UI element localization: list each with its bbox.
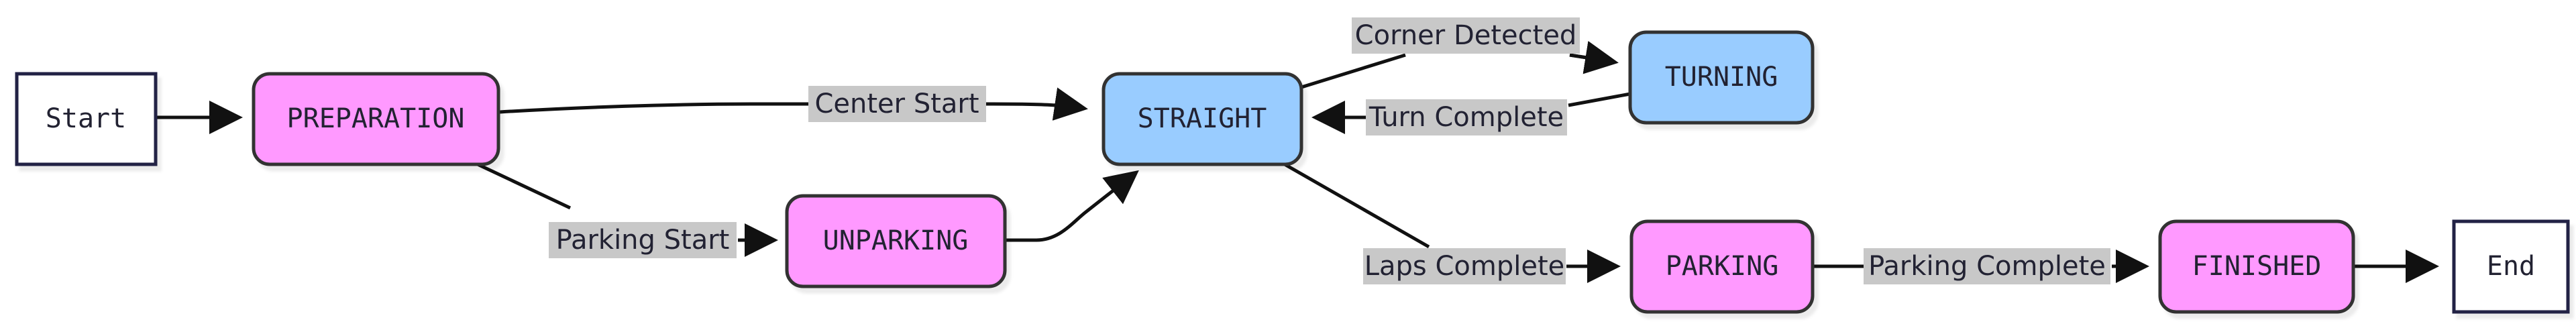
- svg-text:Laps Complete: Laps Complete: [1364, 251, 1565, 282]
- svg-text:Parking Complete: Parking Complete: [1868, 251, 2106, 282]
- edge-label-corner-detected: Corner Detected: [1352, 17, 1580, 54]
- edges: [156, 41, 2439, 283]
- svg-text:STRAIGHT: STRAIGHT: [1138, 103, 1267, 134]
- edge-unparking-to-straight: [1006, 170, 1139, 242]
- nodes: Start PREPARATION UNPARKING STRAIGHT TUR…: [15, 30, 2570, 314]
- svg-text:Parking Start: Parking Start: [556, 225, 730, 256]
- edge-label-parking-start: Parking Start: [549, 222, 737, 258]
- svg-text:Corner Detected: Corner Detected: [1355, 20, 1577, 51]
- svg-text:PREPARATION: PREPARATION: [287, 103, 465, 134]
- edge-label-parking-complete: Parking Complete: [1864, 248, 2110, 284]
- svg-text:Center Start: Center Start: [814, 89, 979, 119]
- edge-label-center-start: Center Start: [808, 86, 986, 122]
- svg-text:Start: Start: [46, 103, 126, 134]
- svg-text:TURNING: TURNING: [1665, 62, 1778, 93]
- edge-corner-detected: [1301, 53, 1614, 89]
- node-start: Start: [15, 72, 158, 166]
- svg-text:Turn Complete: Turn Complete: [1368, 102, 1564, 133]
- edge-labels: Center Start Parking Start Corner Detect…: [549, 17, 2110, 284]
- node-preparation: PREPARATION: [252, 72, 500, 166]
- node-finished: FINISHED: [2158, 219, 2355, 314]
- node-straight: STRAIGHT: [1102, 72, 1303, 166]
- edge-label-laps-complete: Laps Complete: [1363, 248, 1566, 284]
- svg-text:PARKING: PARKING: [1666, 251, 1779, 282]
- edge-turn-complete: [1318, 94, 1631, 117]
- node-turning: TURNING: [1628, 30, 1815, 125]
- svg-text:End: End: [2487, 251, 2535, 282]
- edge-center-start: [499, 87, 1088, 121]
- svg-text:FINISHED: FINISHED: [2192, 251, 2322, 282]
- node-unparking: UNPARKING: [785, 194, 1007, 288]
- edge-label-turn-complete: Turn Complete: [1366, 99, 1567, 135]
- node-parking: PARKING: [1629, 219, 1815, 314]
- node-end: End: [2452, 219, 2570, 314]
- svg-text:UNPARKING: UNPARKING: [823, 225, 969, 256]
